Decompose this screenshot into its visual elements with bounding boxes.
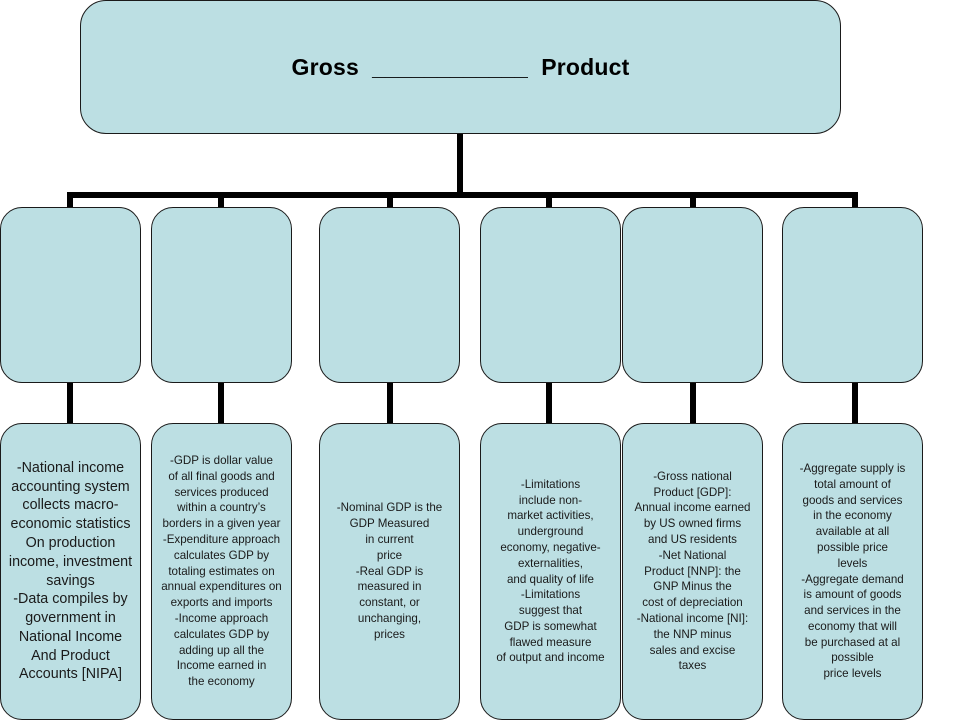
link-line-6: [852, 381, 858, 425]
column-header-box-3: [319, 207, 460, 383]
column-body-text-2: -GDP is dollar value of all final goods …: [161, 454, 282, 689]
column-header-box-5: [622, 207, 763, 383]
column-body-text-1: -National income accounting system colle…: [8, 459, 133, 683]
title-stem-line: [457, 133, 463, 195]
branch-bar-line: [67, 192, 858, 198]
drop-line-1: [67, 192, 73, 208]
drop-line-6: [852, 192, 858, 208]
column-body-box-2: -GDP is dollar value of all final goods …: [151, 423, 292, 720]
link-line-3: [387, 381, 393, 425]
column-body-text-6: -Aggregate supply is total amount of goo…: [799, 461, 906, 681]
diagram-title-box: Gross ____________ Product: [80, 0, 841, 134]
column-body-box-5: -Gross national Product [GDP]: Annual in…: [622, 423, 763, 720]
column-body-box-6: -Aggregate supply is total amount of goo…: [782, 423, 923, 720]
diagram-title: Gross ____________ Product: [291, 53, 630, 80]
drop-line-3: [387, 192, 393, 208]
column-header-box-6: [782, 207, 923, 383]
column-body-box-3: -Nominal GDP is the GDP Measured in curr…: [319, 423, 460, 720]
drop-line-5: [690, 192, 696, 208]
drop-line-4: [546, 192, 552, 208]
column-body-box-1: -National income accounting system colle…: [0, 423, 141, 720]
column-body-text-5: -Gross national Product [GDP]: Annual in…: [634, 469, 751, 673]
link-line-2: [218, 381, 224, 425]
column-header-box-2: [151, 207, 292, 383]
link-line-1: [67, 381, 73, 425]
drop-line-2: [218, 192, 224, 208]
link-line-4: [546, 381, 552, 425]
link-line-5: [690, 381, 696, 425]
column-body-text-4: -Limitations include non- market activit…: [496, 477, 605, 665]
column-body-text-3: -Nominal GDP is the GDP Measured in curr…: [336, 501, 443, 641]
column-body-box-4: -Limitations include non- market activit…: [480, 423, 621, 720]
column-header-box-1: [0, 207, 141, 383]
column-header-box-4: [480, 207, 621, 383]
